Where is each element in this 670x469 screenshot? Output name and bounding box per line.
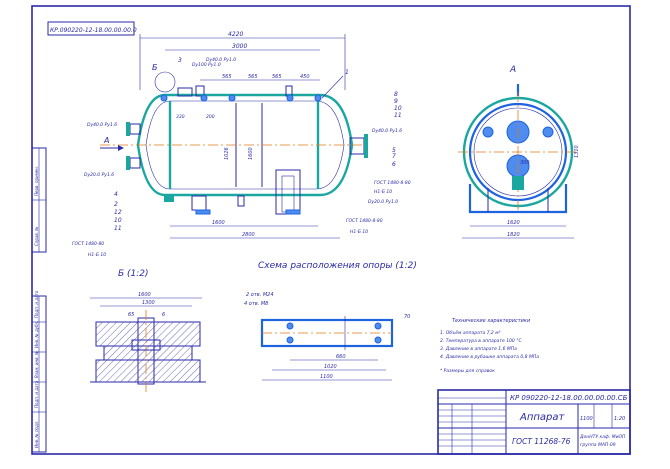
sheet-outer-border [31, 5, 631, 455]
support-d1: 660 [336, 354, 346, 360]
side-strip-4: Инв. № дубл. [34, 321, 39, 348]
callout-3: 3 [178, 57, 182, 64]
dim-overall: 4220 [228, 31, 243, 38]
tb-group: группа МАП-09 [580, 442, 616, 448]
dim-seg1: 565 [222, 74, 232, 80]
callout-8: 8 [394, 91, 398, 98]
callout-6: 6 [392, 161, 396, 168]
tech-item-1: 1. Объём аппарата 7,2 м³ [440, 330, 501, 336]
detail-b-top1: 1600 [138, 292, 151, 298]
h-label-1: H1-Б 10 [374, 189, 392, 195]
callout-1: 1 [345, 69, 349, 76]
dim-bottom-1600: 1600 [212, 220, 225, 226]
callout-5: 5 [392, 147, 396, 154]
callout-10b: 10 [114, 217, 122, 224]
dim-small-330: 330 [176, 114, 185, 120]
dim-bottom-2800: 2800 [242, 232, 255, 238]
side-strip-5: Взам. инв. № [34, 351, 39, 378]
tb-mass: 1100 [580, 416, 593, 422]
nozzle-top-2: Dу40.0 Py1.0 [206, 57, 236, 63]
h-label-3: H1-Б 10 [88, 252, 106, 258]
detail-b-top2: 1300 [142, 300, 155, 306]
side-strip-2: Справ. № [34, 227, 39, 246]
callout-11: 11 [394, 112, 402, 119]
stamp-top-text: КР.090220-12-18.00.00.00.0 [50, 27, 137, 34]
dim-body: 3000 [232, 43, 247, 50]
tech-item-3: 3. Давление в аппарате 1,6 МПа [440, 346, 517, 352]
gost-label-2: ГОСТ 1480-8-80 [346, 218, 383, 224]
nozzle-left-bottom: Dу20.0 Py1.6 [84, 172, 114, 178]
tb-scale: 1:20 [614, 416, 625, 422]
tech-characteristics: Технические характеристики 1. Объём аппа… [440, 318, 539, 374]
callout-12: 12 [114, 209, 122, 216]
support-scheme-title: Схема расположения опоры (1:2) [258, 261, 417, 271]
section-a-d1: 1620 [507, 220, 520, 226]
dim-small-200: 200 [206, 114, 215, 120]
h-label-2: H1-Б 10 [350, 229, 368, 235]
dim-vert-left: 1026 [224, 147, 230, 160]
section-a-view: А 1620 1820 1310 300 [458, 65, 580, 239]
tech-title: Технические характеристики [452, 318, 531, 324]
support-label-2: 4 отв. M8 [244, 301, 268, 307]
nozzle-right-2: Dу20.0 Py1.0 [368, 199, 398, 205]
section-a-d2: 1820 [507, 232, 520, 238]
detail-b-title: Б (1:2) [118, 269, 149, 279]
side-strip-7: Инв. № подл. [34, 420, 39, 448]
dim-seg2: 565 [248, 74, 258, 80]
callout-2: 2 [114, 201, 118, 208]
detail-b-view: Б (1:2) 1600 1300 65 6 [90, 269, 206, 392]
callout-9: 9 [394, 98, 398, 105]
tb-org: ДонНТУ каф. МиОП [579, 434, 626, 440]
section-a-title: А [509, 65, 516, 75]
tech-note: * Размеры для справок [440, 368, 495, 374]
callout-10: 10 [394, 105, 402, 112]
dim-vert-mid: 1600 [248, 147, 254, 160]
detail-b-b: 6 [162, 312, 165, 318]
side-strip: Перв. примен. Справ. № Подп. и дата Инв.… [31, 147, 47, 453]
tech-item-2: 2. Температура в аппарате 100 °С [440, 338, 522, 344]
side-strip-3: Подп. и дата [34, 290, 39, 318]
support-d3: 1100 [320, 374, 333, 380]
detail-b-a: 65 [128, 312, 134, 318]
side-strip-6: Подп. и дата [34, 380, 39, 408]
nozzle-left-top: Dу40.0 Py1.6 [87, 122, 117, 128]
tb-gost: ГОСТ 11268-76 [512, 437, 571, 446]
dim-seg4: 450 [300, 74, 310, 80]
view-a-arrow-label: А [103, 136, 109, 145]
support-label-1: 2 отв. M24 [246, 292, 274, 298]
section-a-h: 1310 [574, 145, 580, 158]
section-a-small: 300 [520, 160, 530, 166]
main-view: 4220 3000 565 565 565 450 1026 1600 А Dу… [72, 31, 411, 258]
callout-11b: 11 [114, 225, 122, 232]
tb-code: КР 090220-12-18.00.00.00.00.СБ [510, 394, 628, 402]
tb-name: Аппарат [519, 412, 566, 423]
side-strip-1: Перв. примен. [34, 166, 39, 196]
dim-seg3: 565 [272, 74, 282, 80]
tech-item-4: 4. Давление в рубашке аппарата 0,8 МПа [440, 354, 539, 360]
gost-label-3: ГОСТ 1480-80 [72, 241, 104, 247]
view-b-mark: Б [152, 63, 158, 72]
gost-label-1: ГОСТ 1480-8-80 [374, 180, 411, 186]
callout-7: 7 [392, 153, 396, 160]
callout-4: 4 [114, 191, 118, 198]
nozzle-right: Dу40.0 Py1.6 [372, 128, 402, 134]
support-scheme: Схема расположения опоры (1:2) 2 отв. M2… [244, 261, 417, 381]
support-r: 70 [404, 314, 410, 320]
support-d2: 1020 [324, 364, 337, 370]
nozzle-top-1: Dу100 Py1.0 [192, 62, 221, 68]
title-block: КР 090220-12-18.00.00.00.00.СБ Аппарат Г… [437, 389, 631, 455]
stamp-top-box [47, 21, 135, 36]
